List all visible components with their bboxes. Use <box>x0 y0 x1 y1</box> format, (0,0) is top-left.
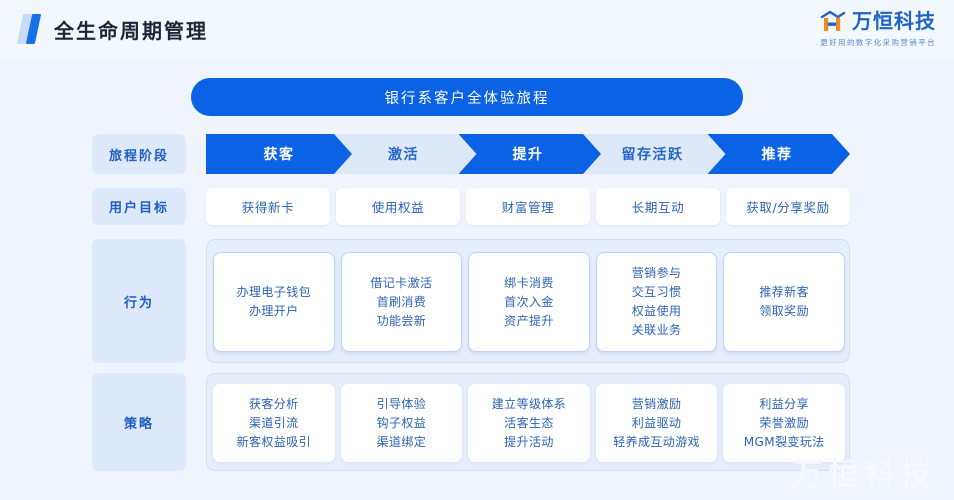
goal-card[interactable]: 长期互动 <box>596 188 720 225</box>
journey-banner: 银行系客户全体验旅程 <box>191 78 743 116</box>
brand-tagline: 更好用的数字化采购营销平台 <box>820 38 936 47</box>
row-label-stage: 旅程阶段 <box>92 134 186 174</box>
page-title-group: 全生命周期管理 <box>0 14 208 44</box>
goal-label: 长期互动 <box>631 200 685 215</box>
strategy-card[interactable]: 获客分析渠道引流新客权益吸引 <box>213 384 335 462</box>
goal-label: 使用权益 <box>371 200 425 215</box>
card-text: 推荐新客领取奖励 <box>759 285 809 318</box>
stage-chevron[interactable]: 留存活跃 <box>580 134 726 174</box>
goal-card[interactable]: 获得新卡 <box>206 188 330 225</box>
stage-chevron[interactable]: 获客 <box>206 134 352 174</box>
stage-chevron[interactable]: 激活 <box>331 134 477 174</box>
brand-name: 万恒科技 <box>852 9 936 33</box>
goal-label: 获得新卡 <box>241 200 295 215</box>
page-title: 全生命周期管理 <box>54 18 208 43</box>
stage-label: 留存活跃 <box>621 147 684 163</box>
card-text: 绑卡消费首次入金资产提升 <box>504 275 554 328</box>
card-text: 办理电子钱包办理开户 <box>236 285 311 318</box>
strategy-panel: 获客分析渠道引流新客权益吸引 引导体验钩子权益渠道绑定 建立等级体系活客生态提升活动… <box>206 373 850 471</box>
card-text: 引导体验钩子权益渠道绑定 <box>376 396 427 449</box>
behavior-panel: 办理电子钱包办理开户 借记卡激活首刷消费功能尝新 绑卡消费首次入金资产提升 营销参与交… <box>206 239 850 363</box>
row-label-goal: 用户目标 <box>92 188 186 225</box>
journey-stage-row: 获客 激活 提升 留存活跃 推荐 <box>206 134 850 174</box>
behavior-card[interactable]: 绑卡消费首次入金资产提升 <box>468 252 590 352</box>
goal-card[interactable]: 财富管理 <box>466 188 590 225</box>
goal-card[interactable]: 获取/分享奖励 <box>726 188 850 225</box>
row-label-behavior: 行为 <box>92 239 186 363</box>
stage-label: 激活 <box>388 147 419 163</box>
stage-label: 推荐 <box>761 147 793 163</box>
stage-chevron[interactable]: 推荐 <box>704 134 850 174</box>
page-header: 全生命周期管理 万恒科技 更好用的数字化采购营销平台 <box>0 0 954 58</box>
goal-label: 财富管理 <box>501 200 555 215</box>
card-text: 获客分析渠道引流新客权益吸引 <box>236 396 311 449</box>
row-label-strategy: 策略 <box>92 373 186 471</box>
strategy-card[interactable]: 引导体验钩子权益渠道绑定 <box>340 384 463 462</box>
stage-label: 提升 <box>512 147 544 163</box>
card-text: 营销激励利益驱动轻养成互动游戏 <box>613 396 700 449</box>
strategy-card[interactable]: 建立等级体系活客生态提升活动 <box>468 384 590 462</box>
goal-card[interactable]: 使用权益 <box>336 188 460 225</box>
behavior-card[interactable]: 推荐新客领取奖励 <box>723 252 845 352</box>
strategy-card[interactable]: 营销激励利益驱动轻养成互动游戏 <box>595 384 718 462</box>
h-monogram-icon <box>820 9 848 34</box>
goal-label: 获取/分享奖励 <box>746 200 830 215</box>
card-text: 借记卡激活首刷消费功能尝新 <box>370 275 433 328</box>
user-goal-row: 获得新卡 使用权益 财富管理 长期互动 获取/分享奖励 <box>206 188 850 225</box>
behavior-card[interactable]: 借记卡激活首刷消费功能尝新 <box>340 252 463 352</box>
stage-chevron[interactable]: 提升 <box>455 134 601 174</box>
brand-logo-group: 万恒科技 更好用的数字化采购营销平台 <box>820 9 936 48</box>
stage-label: 获客 <box>263 147 295 163</box>
behavior-card[interactable]: 办理电子钱包办理开户 <box>213 252 335 352</box>
behavior-card[interactable]: 营销参与交互习惯权益使用关联业务 <box>595 252 718 352</box>
card-text: 营销参与交互习惯权益使用关联业务 <box>631 266 682 337</box>
slanted-bar-icon <box>16 14 44 44</box>
card-text: 建立等级体系活客生态提升活动 <box>491 396 567 449</box>
